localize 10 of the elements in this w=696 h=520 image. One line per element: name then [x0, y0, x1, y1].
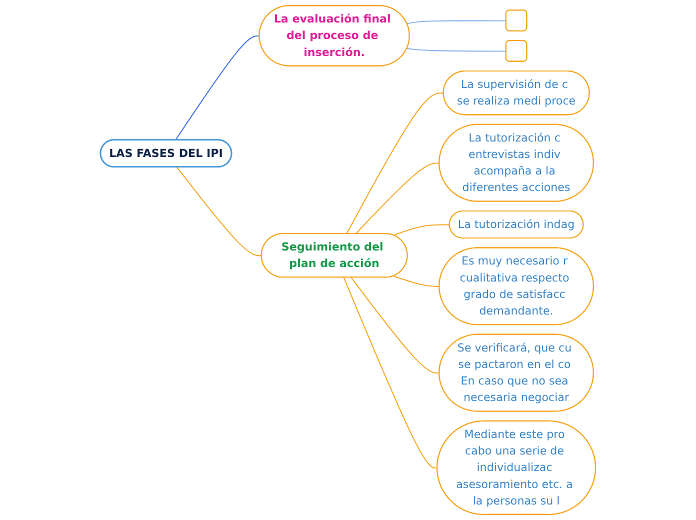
connector [346, 92, 444, 234]
connector [406, 48, 506, 52]
connector [393, 276, 440, 288]
connector [176, 166, 262, 256]
connector [406, 20, 506, 24]
connector [343, 277, 438, 469]
connector [350, 277, 440, 374]
connector [175, 35, 260, 140]
connector [355, 162, 440, 234]
connector [393, 224, 450, 236]
